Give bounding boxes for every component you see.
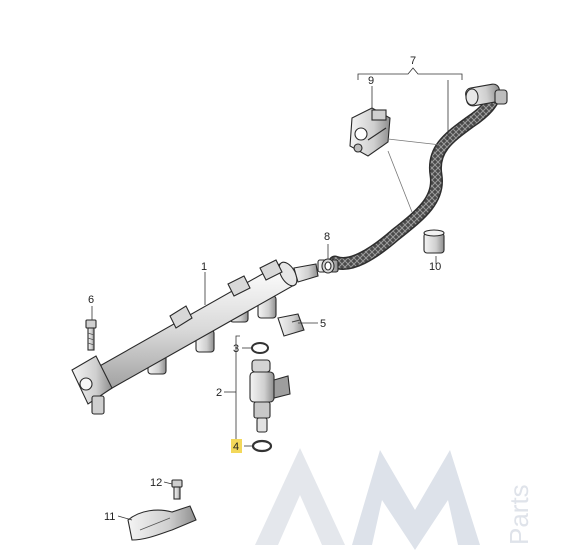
o-ring-upper <box>251 342 269 354</box>
bolt-6 <box>85 319 97 351</box>
callout-6: 6 <box>88 294 94 306</box>
fuel-hose <box>317 83 508 273</box>
callout-5: 5 <box>320 318 326 330</box>
mounting-tabs <box>169 259 283 329</box>
hose-sleeve <box>423 229 445 254</box>
callout-4-highlight <box>231 439 242 453</box>
callout-1: 1 <box>201 261 207 273</box>
fuel-injector <box>249 359 291 433</box>
callout-12: 12 <box>150 477 162 489</box>
callout-3: 3 <box>233 343 239 355</box>
fuel-rail <box>71 259 319 415</box>
hose-clamp <box>321 258 335 274</box>
callout-11: 11 <box>104 511 115 523</box>
callout-4: 4 <box>233 441 239 453</box>
retaining-clip <box>277 313 305 337</box>
watermark-logo: Parts <box>255 448 534 550</box>
hose-end-connector <box>465 83 508 107</box>
callout-labels: 7 9 8 10 1 6 5 3 2 4 12 11 <box>88 55 441 523</box>
bolt-12 <box>171 479 183 500</box>
o-ring-lower <box>251 439 273 453</box>
callout-7: 7 <box>410 55 416 67</box>
callout-2: 2 <box>216 387 222 399</box>
reference-lines <box>387 138 442 213</box>
callout-8: 8 <box>324 231 330 243</box>
watermark-text: Parts <box>504 484 534 545</box>
bracket-11 <box>127 505 197 541</box>
callout-9: 9 <box>368 75 374 87</box>
callout-10: 10 <box>429 261 441 273</box>
hose-holder <box>349 107 391 157</box>
